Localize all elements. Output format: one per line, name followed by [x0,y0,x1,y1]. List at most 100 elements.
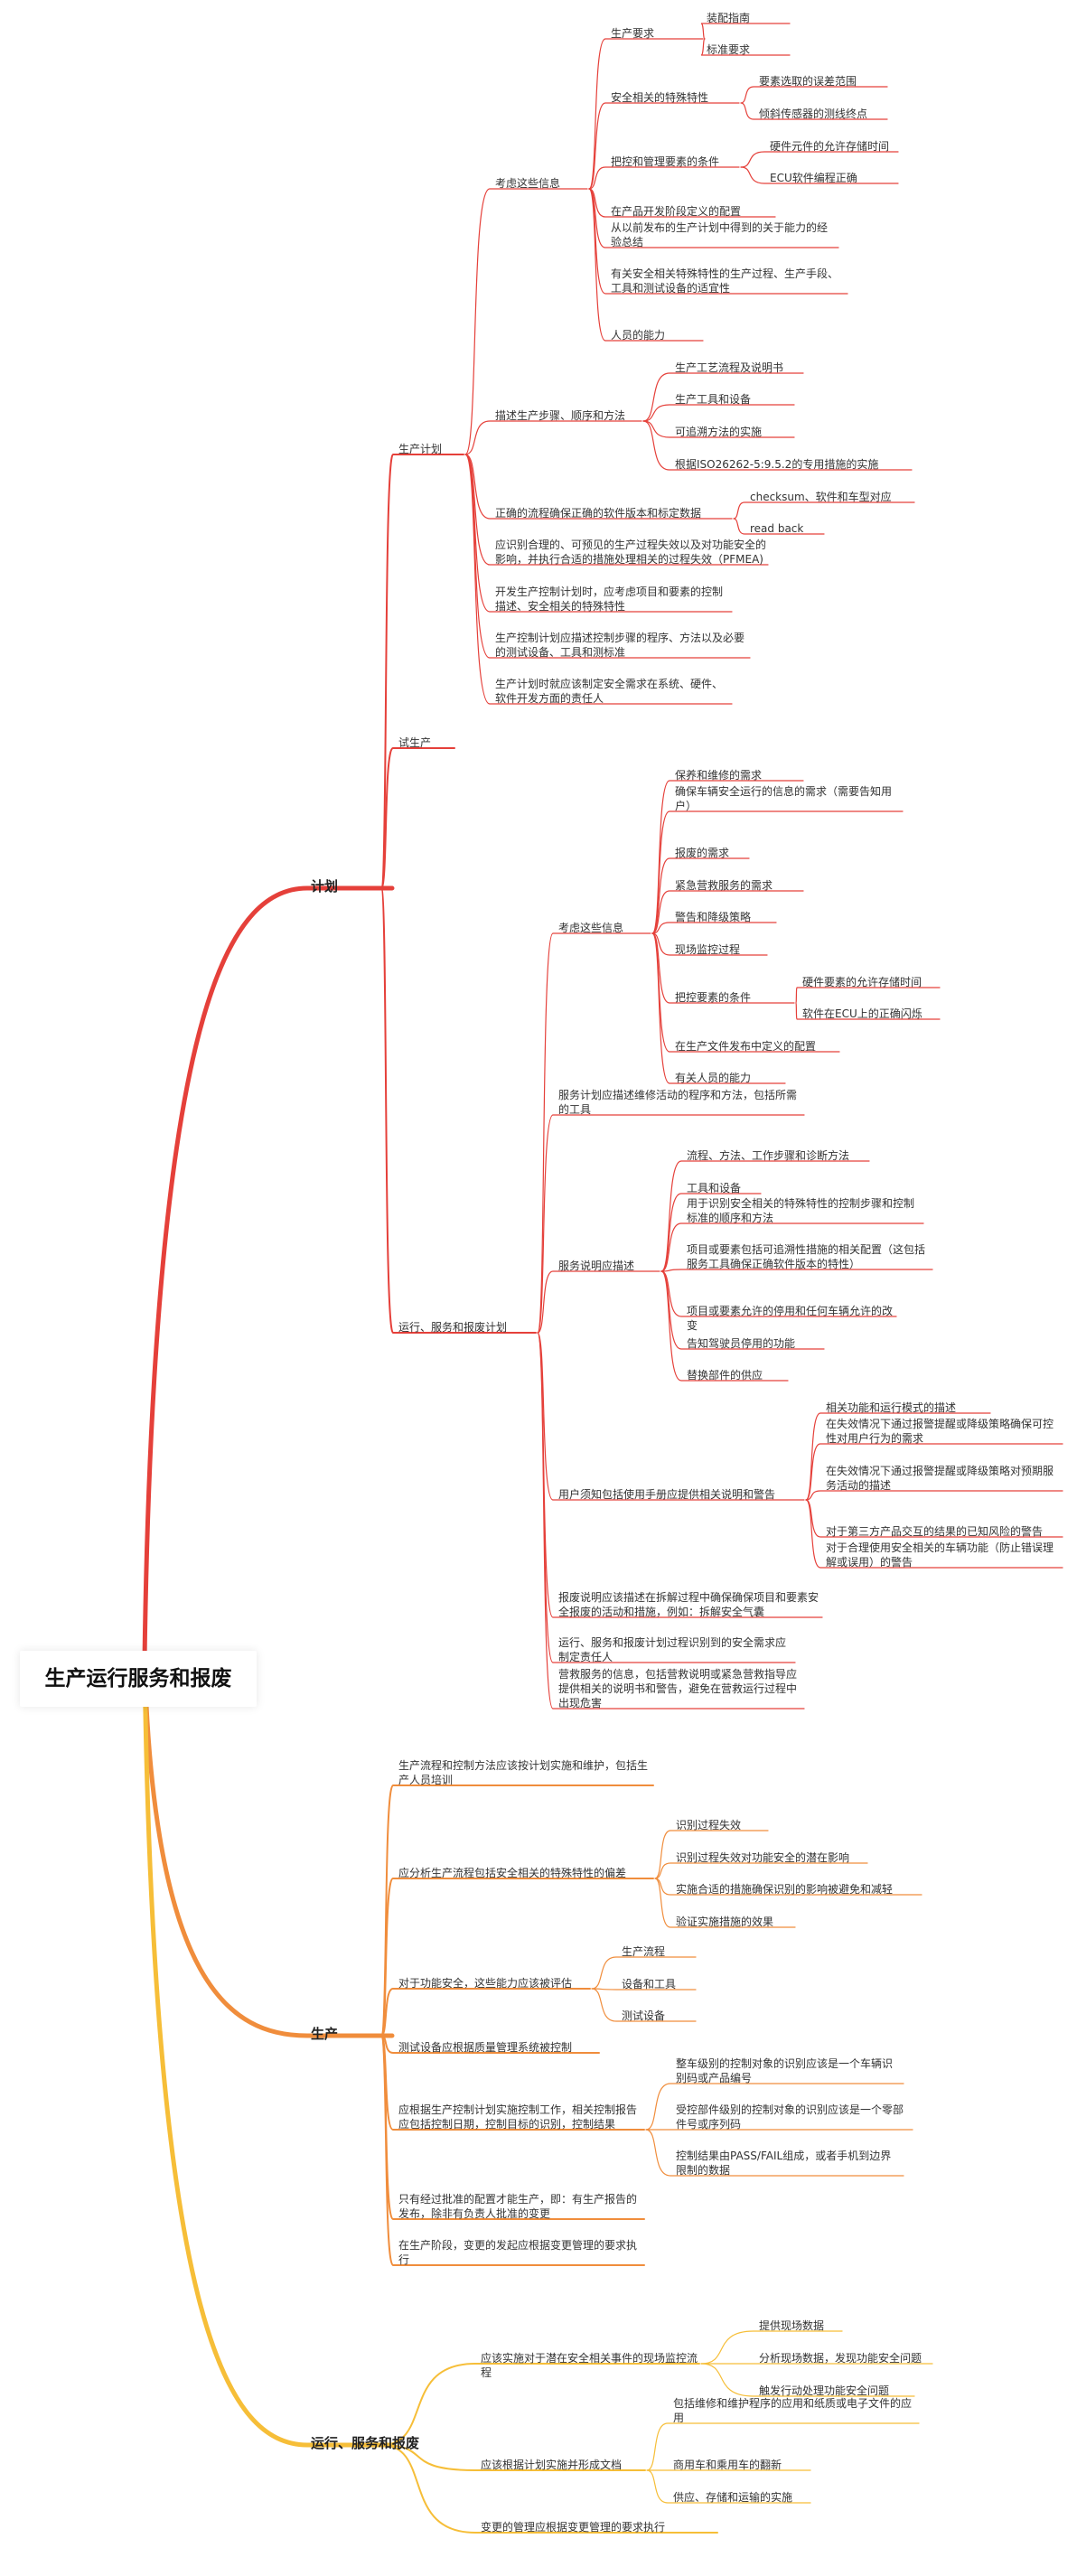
node-pr3c[interactable]: 测试设备 [622,2009,666,2022]
node-p4[interactable]: 应识别合理的、可预见的生产过程失效以及对功能安全的影响，并执行合适的措施处理相关… [495,539,767,566]
link-oc2 [651,810,904,934]
node-c1a[interactable]: 装配指南 [707,12,751,24]
node-consider[interactable]: 考虑这些信息 [495,177,561,190]
node-p5[interactable]: 开发生产控制计划时，应考虑项目和要素的控制描述、安全相关的特殊特性 [495,585,724,613]
node-r2c[interactable]: 供应、存储和运输的实施 [673,2491,793,2504]
node-plan[interactable]: 计划 [311,878,339,895]
node-s1[interactable]: 生产工艺流程及说明书 [675,361,784,374]
node-pr1[interactable]: 生产流程和控制方法应该按计划实施和维护，包括生产人员培训 [398,1759,649,1786]
node-sd[interactable]: 服务说明应描述 [558,1260,635,1272]
node-pr2[interactable]: 应分析生产流程包括安全相关的特殊特性的偏差 [398,1867,627,1879]
node-r2[interactable]: 应该根据计划实施并形成文档 [481,2459,623,2471]
link-sd1 [660,1160,870,1272]
node-r1[interactable]: 应该实施对于潜在安全相关事件的现场监控流程 [481,2352,698,2379]
node-pr4[interactable]: 测试设备应根据质量管理系统被控制 [398,2041,573,2054]
link-o2 [537,1114,805,1334]
node-c7[interactable]: 人员的能力 [611,329,666,342]
node-s4[interactable]: 根据ISO26262-5:9.5.2的专用措施的实施 [675,458,879,471]
node-plan-prod[interactable]: 生产计划 [398,443,443,455]
node-c4[interactable]: 在产品开发阶段定义的配置 [611,205,742,218]
node-f1[interactable]: checksum、软件和车型对应 [750,491,892,503]
node-sd2[interactable]: 工具和设备 [687,1182,742,1194]
node-pr2b[interactable]: 识别过程失效对功能安全的潜在影响 [676,1851,850,1864]
node-pr5b[interactable]: 受控部件级别的控制对象的识别应该是一个零部件号或序列码 [676,2103,904,2131]
node-c2[interactable]: 安全相关的特殊特性 [611,91,709,104]
node-flow[interactable]: 正确的流程确保正确的软件版本和标定数据 [495,507,702,520]
node-oc7[interactable]: 把控要素的条件 [675,991,752,1004]
link-ops [380,887,537,1334]
node-pr6[interactable]: 只有经过批准的配置才能生产，即：有生产报告的发布，除非有负责人批准的变更 [398,2193,638,2220]
node-sd4[interactable]: 项目或要素包括可追溯性措施的相关配置（这包括服务工具确保正确软件版本的特性） [687,1243,926,1270]
link-r1a [700,2330,843,2365]
node-p6[interactable]: 生产控制计划应描述控制步骤的程序、方法以及必要的测试设备、工具和测标准 [495,632,745,659]
node-r1a[interactable]: 提供现场数据 [759,2319,825,2332]
node-c3a[interactable]: 硬件元件的允许存储时间 [770,140,890,153]
node-c2a[interactable]: 要素选取的误差范围 [759,75,857,88]
node-oc3[interactable]: 报废的需求 [675,847,730,859]
node-oc8[interactable]: 在生产文件发布中定义的配置 [675,1040,817,1053]
node-c1[interactable]: 生产要求 [611,27,655,40]
node-r1c[interactable]: 触发行动处理功能安全问题 [759,2384,890,2397]
node-pr5[interactable]: 应根据生产控制计划实施控制工作，相关控制报告应包括控制日期，控制目标的识别，控制… [398,2103,638,2131]
node-oc1[interactable]: 保养和维修的需求 [675,769,763,782]
node-o5[interactable]: 报废说明应该描述在拆解过程中确保确保项目和要素安全报废的活动和措施，例如：拆解安… [558,1591,819,1618]
node-pr5c[interactable]: 控制结果由PASS/FAIL组成，或者手机到边界限制的数据 [676,2150,892,2177]
node-r3[interactable]: 变更的管理应根据变更管理的要求执行 [481,2521,666,2534]
node-pr3b[interactable]: 设备和工具 [622,1978,677,1991]
node-pr2c[interactable]: 实施合适的措施确保识别的影响被避免和减轻 [676,1883,894,1896]
node-r1b[interactable]: 分析现场数据，发现功能安全问题 [759,2352,922,2365]
node-root[interactable]: 生产运行服务和报废 [20,1651,257,1707]
link-sd2 [660,1193,762,1272]
link-pr7 [380,2035,645,2266]
node-pr3a[interactable]: 生产流程 [622,1945,666,1958]
node-ops[interactable]: 运行、服务和报废计划 [398,1321,508,1334]
node-r2a[interactable]: 包括维修和维护程序的应用和纸质或电子文件的应用 [673,2397,913,2424]
node-c5[interactable]: 从以前发布的生产计划中得到的关于能力的经验总结 [611,221,829,248]
node-o2[interactable]: 服务计划应描述维修活动的程序和方法，包括所需的工具 [558,1089,798,1116]
node-um5[interactable]: 对于合理使用安全相关的车辆功能（防止错误理解或误用）的警告 [826,1541,1054,1569]
node-c3b[interactable]: ECU软件编程正确 [770,172,857,184]
node-f2[interactable]: read back [750,522,804,535]
node-c3[interactable]: 把控和管理要素的条件 [611,155,720,168]
node-p7[interactable]: 生产计划时就应该制定安全需求在系统、硬件、软件开发方面的责任人 [495,678,724,705]
node-oc9[interactable]: 有关人员的能力 [675,1072,752,1084]
link-pr2 [380,1878,654,2037]
node-o7[interactable]: 营救服务的信息，包括营救说明或紧急营救指导应提供相关的说明书和警告，避免在营救运… [558,1668,798,1710]
node-sd3[interactable]: 用于识别安全相关的特殊特性的控制步骤和控制标准的顺序和方法 [687,1197,915,1224]
node-trial[interactable]: 试生产 [398,736,432,749]
node-c6[interactable]: 有关安全相关特殊特性的生产过程、生产手段、工具和测试设备的适宜性 [611,267,839,295]
node-oc7a[interactable]: 硬件要素的允许存储时间 [802,976,922,988]
link-flow [464,454,733,520]
node-um3[interactable]: 在失效情况下通过报警提醒或降级策略对预期服务活动的描述 [826,1465,1054,1492]
node-sd1[interactable]: 流程、方法、工作步骤和诊断方法 [687,1149,850,1162]
node-prod[interactable]: 生产 [311,2026,339,2042]
node-sd7[interactable]: 替换部件的供应 [687,1369,763,1382]
node-c2b[interactable]: 倾斜传感器的测线终点 [759,108,868,120]
node-run[interactable]: 运行、服务和报废 [311,2435,420,2451]
node-sd5[interactable]: 项目或要素允许的停用和任何车辆允许的改变 [687,1305,894,1332]
link-oc9 [651,932,786,1084]
node-oc2[interactable]: 确保车辆安全运行的信息的需求（需要告知用户） [675,785,893,812]
node-oc7b[interactable]: 软件在ECU上的正确闪烁 [802,1007,922,1020]
node-oc[interactable]: 考虑这些信息 [558,922,624,934]
node-pr5a[interactable]: 整车级别的控制对象的识别应该是一个车辆识别码或产品编号 [676,2057,894,2084]
node-um4[interactable]: 对于第三方产品交互的结果的已知风险的警告 [826,1525,1044,1538]
node-pr3[interactable]: 对于功能安全，这些能力应该被评估 [398,1977,573,1990]
node-pr2d[interactable]: 验证实施措施的效果 [676,1916,774,1928]
node-steps[interactable]: 描述生产步骤、顺序和方法 [495,409,626,422]
node-oc6[interactable]: 现场监控过程 [675,943,741,956]
link-pr5c [645,2129,904,2177]
node-um[interactable]: 用户须知包括使用手册应提供相关说明和警告 [558,1488,776,1501]
node-pr7[interactable]: 在生产阶段，变更的发起应根据变更管理的要求执行 [398,2239,638,2266]
node-um1[interactable]: 相关功能和运行模式的描述 [826,1401,957,1414]
node-sd6[interactable]: 告知驾驶员停用的功能 [687,1337,796,1350]
node-oc5[interactable]: 警告和降级策略 [675,911,752,923]
node-s2[interactable]: 生产工具和设备 [675,393,752,406]
node-c1b[interactable]: 标准要求 [707,43,751,56]
node-r2b[interactable]: 商用车和乘用车的翻新 [673,2459,782,2471]
node-oc4[interactable]: 紧急营救服务的需求 [675,879,773,892]
node-s3[interactable]: 可追溯方法的实施 [675,426,763,438]
node-um2[interactable]: 在失效情况下通过报警提醒或降级策略确保可控性对用户行为的需求 [826,1418,1054,1445]
node-o6[interactable]: 运行、服务和报废计划过程识别到的安全需求应制定责任人 [558,1636,787,1663]
node-pr2a[interactable]: 识别过程失效 [676,1819,742,1831]
